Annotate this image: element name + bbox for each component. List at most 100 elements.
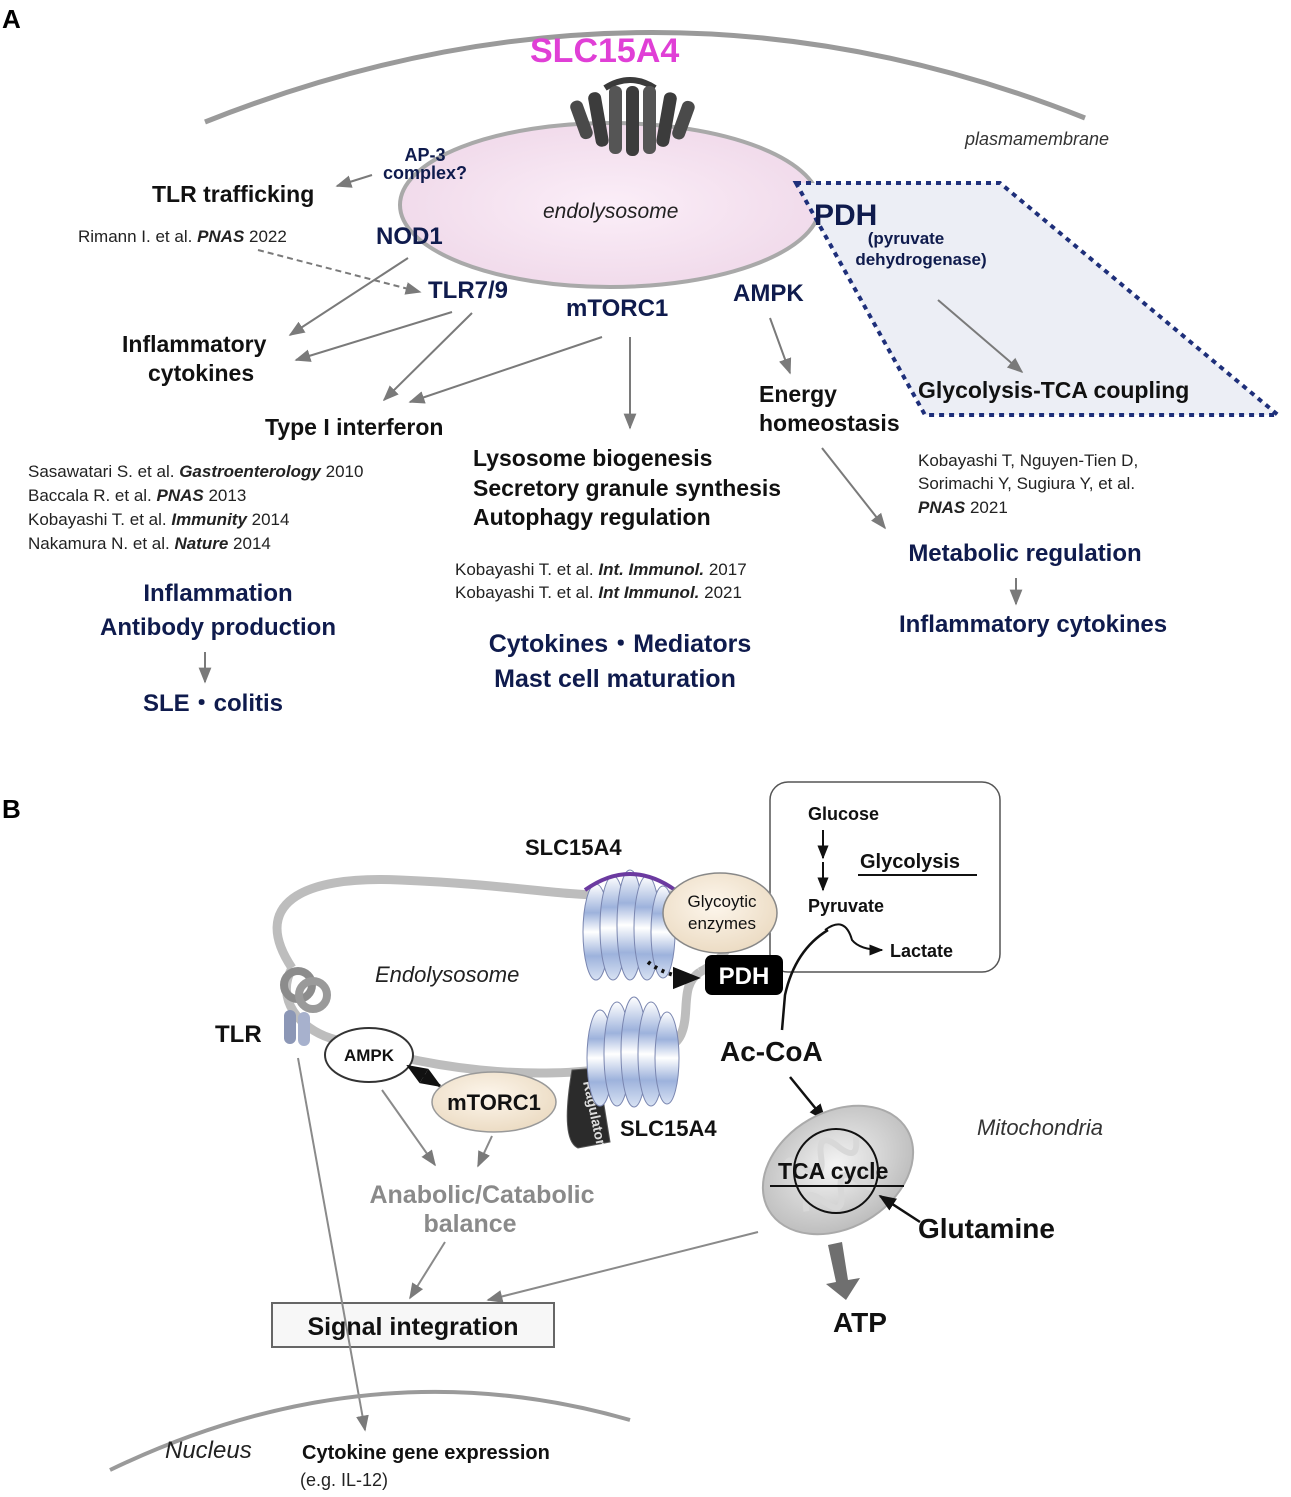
lysosome-biogenesis: Lysosome biogenesis	[473, 445, 712, 471]
mtorc1-to-ifn-arrow	[408, 336, 603, 404]
rimann-dashed-arrow	[257, 249, 422, 295]
ampk-b-label: AMPK	[344, 1046, 395, 1065]
atp-label: ATP	[833, 1307, 887, 1338]
nucleus-label: Nucleus	[165, 1437, 252, 1464]
slc15a4-b-top-icon	[582, 869, 677, 981]
pyruvate-to-lactate-arrow	[824, 923, 884, 956]
slc15a4-transporter-icon	[570, 77, 695, 156]
ampk-to-energy-arrow	[769, 317, 792, 375]
panel-a-letter: A	[2, 4, 21, 34]
pdh-to-glycolysis-arrow	[937, 299, 1024, 374]
pdh-b-box	[705, 955, 783, 995]
acoa-to-tca-arrow	[789, 1076, 827, 1122]
panel-b-letter: B	[2, 794, 21, 824]
atp-arrow	[826, 1242, 860, 1300]
tca-cycle-circle	[793, 1128, 879, 1214]
tlr-receptor-icon	[280, 967, 331, 1046]
tlr79-to-inflammatory-arrow	[294, 311, 453, 362]
ampk-b-node	[324, 1027, 414, 1083]
nod1-label: NOD1	[376, 223, 443, 250]
ap3-label-line1: AP-3	[404, 145, 445, 165]
mtorc1-label-a: mTORC1	[566, 295, 668, 322]
mtorc1-b-node	[431, 1071, 557, 1133]
inflammatory-cytokines-right: Inflammatory cytokines	[899, 611, 1167, 638]
slc15a4-to-pdh-dotted-arrow	[646, 960, 701, 990]
lactate-label: Lactate	[890, 941, 953, 961]
secretory-granule: Secretory granule synthesis	[473, 475, 781, 501]
ref-right-1: Kobayashi T, Nguyen-Tien D,	[918, 451, 1138, 470]
ref-right-3: PNAS 2021	[918, 498, 1008, 517]
glycolysis-tca-label: Glycolysis-TCA coupling	[918, 377, 1189, 403]
inflammation-label: Inflammation	[143, 580, 292, 607]
signal-integration-box	[271, 1302, 555, 1348]
balance-to-signal-arrow	[409, 1241, 446, 1300]
tca-cycle-label: TCA cycle	[778, 1158, 888, 1184]
pdh-box	[792, 181, 1284, 417]
mitochondria-icon	[761, 1104, 915, 1236]
slc15a4-b-top-label: SLC15A4	[525, 835, 622, 860]
sle-colitis-label: SLE・colitis	[143, 690, 283, 717]
glutamine-arrow	[878, 1194, 921, 1224]
pdh-b-label: PDH	[719, 963, 770, 990]
tlr-trafficking-label: TLR trafficking	[152, 181, 314, 207]
pdh-sub-line1: (pyruvate	[868, 229, 945, 248]
glycolysis-label: Glycolysis	[860, 851, 960, 873]
energy-to-metabolic-arrow	[821, 447, 886, 530]
metabolic-regulation-label: Metabolic regulation	[908, 540, 1141, 567]
ref-mid-2: Kobayashi T. et al. Int Immunol. 2021	[455, 583, 742, 602]
mtorc1-to-balance-arrow	[477, 1135, 493, 1168]
mitochondria-label: Mitochondria	[977, 1115, 1103, 1140]
antibody-production-label: Antibody production	[100, 614, 336, 641]
il12-label: (e.g. IL-12)	[300, 1470, 388, 1490]
pdh-sub-line2: dehydrogenase)	[855, 250, 986, 269]
inflammatory-cytokines-line1: Inflammatory	[122, 331, 267, 357]
slc15a4-b-bottom-icon	[586, 996, 680, 1108]
energy-homeostasis-line1: Energy	[759, 381, 837, 407]
ampk-mtorc1-double-arrow	[406, 1064, 442, 1088]
glycolytic-enzymes-line1: Glycoytic	[688, 892, 757, 911]
endolysosome-label: endolysosome	[543, 200, 678, 223]
nod1-to-inflammatory-arrow	[288, 257, 409, 336]
ampk-to-balance-arrow	[381, 1089, 436, 1167]
ref-mid-1: Kobayashi T. et al. Int. Immunol. 2017	[455, 560, 747, 579]
nucleus-arc	[109, 1389, 631, 1472]
balance-line1: Anabolic/Catabolic	[369, 1181, 594, 1209]
mast-cell-label: Mast cell maturation	[494, 665, 736, 693]
ref-rimann: Rimann I. et al. PNAS 2022	[78, 227, 287, 246]
energy-homeostasis-line2: homeostasis	[759, 410, 900, 436]
autophagy-regulation: Autophagy regulation	[473, 504, 711, 530]
ap3-label-line2: complex?	[383, 163, 467, 183]
mtorc1-b-label: mTORC1	[447, 1090, 541, 1115]
plasma-membrane-label: plasmamembrane	[964, 129, 1109, 149]
mito-to-signal-arrow	[486, 1231, 759, 1303]
slc15a4-b-bottom-label: SLC15A4	[620, 1116, 717, 1141]
glycolysis-box	[769, 781, 1001, 973]
ref-left-4: Nakamura N. et al. Nature 2014	[28, 534, 271, 553]
cytokines-mediators-label: Cytokines・Mediators	[489, 630, 752, 658]
endolysosome-b-label: Endolysosome	[375, 962, 519, 987]
pyruvate-label: Pyruvate	[808, 896, 884, 916]
ref-left-1: Sasawatari S. et al. Gastroenterology 20…	[28, 462, 363, 481]
ref-left-3: Kobayashi T. et al. Immunity 2014	[28, 510, 289, 529]
type1-ifn-label: Type I interferon	[265, 414, 444, 440]
glycolytic-enzymes-line2: enzymes	[688, 914, 756, 933]
ref-left-2: Baccala R. et al. PNAS 2013	[28, 486, 246, 505]
glutamine-label: Glutamine	[918, 1213, 1055, 1244]
cytokine-expression-label: Cytokine gene expression	[302, 1442, 550, 1464]
slc15a4-title: SLC15A4	[530, 32, 679, 70]
signal-integration-label: Signal integration	[307, 1313, 518, 1341]
ampk-label-a: AMPK	[733, 280, 804, 307]
glucose-label: Glucose	[808, 804, 879, 824]
tlr79-label: TLR7/9	[428, 277, 508, 304]
tlr-b-label: TLR	[215, 1021, 262, 1048]
ref-right-2: Sorimachi Y, Sugiura Y, et al.	[918, 474, 1135, 493]
tlr-to-nucleus-arrow	[297, 1057, 369, 1432]
inflammatory-cytokines-line2: cytokines	[148, 360, 254, 386]
plasma-membrane-arc	[204, 30, 1086, 125]
pyruvate-to-pdh-line	[780, 928, 829, 1031]
pdh-label-a: PDH	[814, 199, 877, 232]
ap3-arrow	[335, 174, 373, 188]
balance-line2: balance	[423, 1210, 516, 1238]
